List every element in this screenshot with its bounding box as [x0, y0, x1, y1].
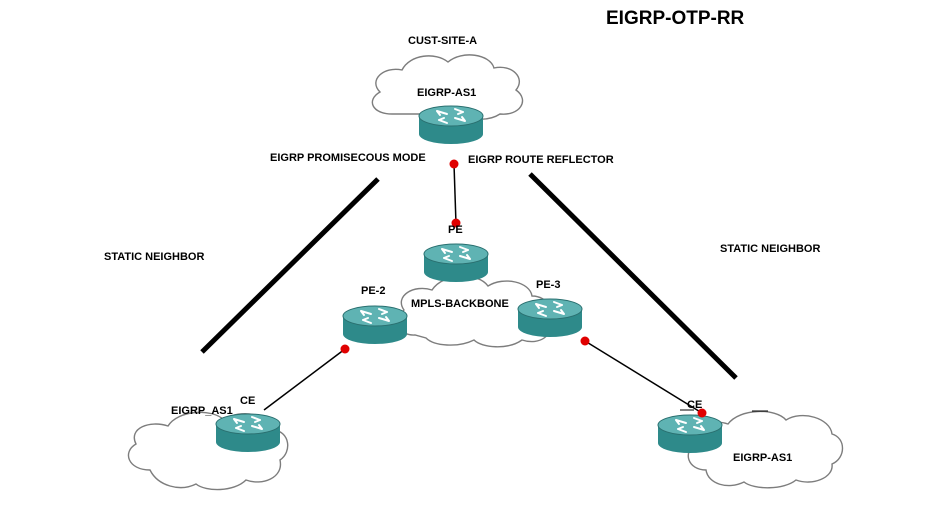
static-neighbor-line-right [528, 172, 738, 380]
router-icon[interactable] [342, 305, 408, 345]
cloud-icon [371, 54, 524, 120]
eigrp-as1-left-label: EIGRP_AS1 [171, 405, 233, 417]
router-icon[interactable] [215, 413, 281, 453]
link-dot [451, 218, 461, 228]
promiscuous-mode-label: EIGRP PROMISECOUS MODE [270, 152, 426, 164]
link-dot [580, 336, 590, 346]
router-icon[interactable] [423, 243, 489, 283]
eigrp-as1-right-label: EIGRP-AS1 [733, 452, 792, 464]
link-rr-pe [453, 163, 457, 225]
eigrp-as1-top-label: EIGRP-AS1 [417, 87, 476, 99]
pe3-label: PE-3 [536, 279, 560, 291]
router-icon[interactable] [657, 414, 723, 454]
link-pe2-ce [263, 348, 346, 411]
route-reflector-label: EIGRP ROUTE REFLECTOR [468, 154, 614, 166]
static-neighbor-line-left [200, 177, 380, 354]
mpls-backbone-label: MPLS-BACKBONE [411, 298, 509, 310]
ce-left-label: CE [240, 395, 255, 407]
link-dot [340, 344, 350, 354]
cust-site-label: CUST-SITE-A [408, 35, 477, 47]
link-pe3-ce [584, 340, 703, 414]
link-dot [697, 408, 707, 418]
diagram-title: EIGRP-OTP-RR [606, 8, 745, 29]
ce-right-label: CE [687, 399, 702, 411]
link-dot [449, 159, 459, 169]
static-neighbor-left-label: STATIC NEIGHBOR [104, 251, 204, 263]
cloud-icon [397, 275, 551, 348]
static-neighbor-right-label: STATIC NEIGHBOR [720, 243, 820, 255]
pe2-label: PE-2 [361, 285, 385, 297]
router-icon[interactable] [517, 298, 583, 338]
pe-label: PE [448, 224, 463, 236]
router-icon[interactable] [418, 105, 484, 145]
